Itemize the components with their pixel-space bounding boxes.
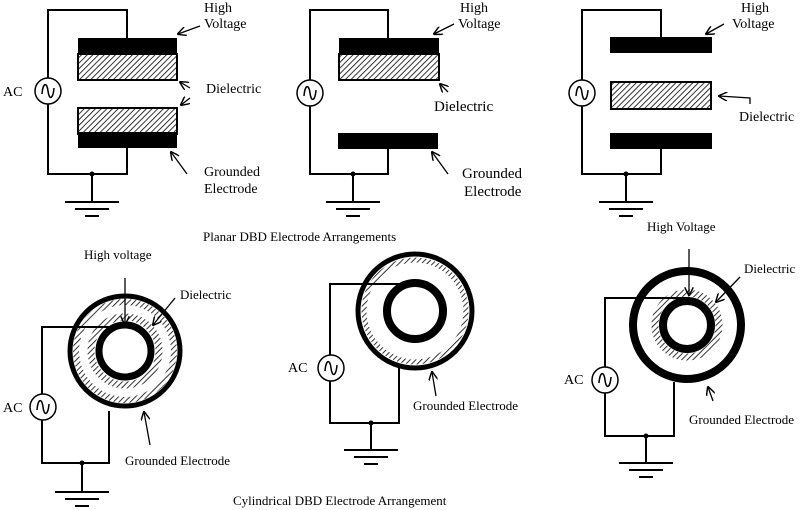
- outer-grounded-electrode: [629, 267, 745, 383]
- cylindrical-arrangement-2: AC Grounded Electrode: [288, 251, 518, 465]
- cylindrical-arrangement-1: AC High voltage Dielectric Grounded Elec…: [3, 247, 231, 507]
- dielectric-label: Dielectric: [434, 99, 493, 115]
- wire-bottom: [309, 106, 389, 175]
- ac-source-icon: [296, 79, 324, 107]
- ac-label: AC: [3, 85, 22, 100]
- ground-label-line1: Grounded: [204, 165, 260, 180]
- ground-arrow: [432, 152, 449, 175]
- wire-top: [47, 9, 128, 78]
- ground-label-line1: Grounded: [462, 166, 522, 182]
- grounded-electrode: [338, 133, 438, 149]
- ac-label: AC: [288, 361, 307, 376]
- ac-source-icon: [34, 77, 62, 105]
- hv-label-line2: Voltage: [732, 17, 775, 32]
- upper-dielectric: [77, 53, 178, 81]
- dielectric-label: Dielectric: [739, 110, 794, 125]
- ac-source-icon: [568, 79, 596, 107]
- dielectric-arrow: [440, 84, 448, 92]
- cylindrical-arrangement-3: AC High Voltage Dielectric Grounded Elec…: [564, 219, 795, 478]
- high-voltage-electrode: [610, 37, 712, 53]
- wire-top: [329, 283, 415, 355]
- planar-caption: Planar DBD Electrode Arrangements: [203, 229, 396, 244]
- hv-arrow: [178, 25, 201, 34]
- dielectric-arrow-upper: [180, 82, 191, 88]
- grounded-electrode: [610, 133, 712, 149]
- floating-dielectric: [610, 81, 712, 110]
- ground-arrow: [171, 152, 188, 175]
- wire-bottom: [329, 368, 400, 424]
- dielectric-layer: [338, 53, 440, 81]
- wire-bottom: [47, 104, 128, 175]
- inner-hv-electrode: [95, 321, 155, 381]
- hv-label-line2: Voltage: [204, 17, 247, 32]
- ground-label: Grounded Electrode: [413, 398, 518, 413]
- ground-icon: [343, 449, 399, 465]
- ground-label-line2: Electrode: [464, 184, 522, 200]
- dielectric-label: Dielectric: [744, 261, 795, 276]
- ground-icon: [598, 201, 654, 217]
- high-voltage-electrode: [78, 38, 177, 54]
- wire-top: [309, 9, 389, 80]
- ac-label: AC: [3, 401, 22, 416]
- ground-arrow: [708, 387, 713, 402]
- junction-dot: [623, 171, 629, 177]
- wire-top: [581, 9, 662, 80]
- dielectric-arrow: [153, 297, 176, 325]
- ac-source-icon: [29, 393, 57, 421]
- hv-label-line1: High: [204, 1, 232, 16]
- junction-dot: [643, 433, 649, 439]
- hv-label-line2: Voltage: [458, 17, 501, 32]
- hv-arrow: [434, 23, 455, 34]
- hv-label-line1: High: [460, 1, 488, 16]
- high-voltage-electrode: [339, 38, 439, 54]
- wire-bottom: [581, 106, 662, 175]
- junction-dot: [79, 460, 85, 466]
- ground-arrow: [144, 412, 151, 446]
- ac-source-icon: [591, 366, 619, 394]
- dielectric-arrow-lower: [181, 98, 191, 105]
- dielectric-arrow: [719, 96, 751, 104]
- ground-icon: [64, 201, 120, 217]
- inner-hv-electrode: [383, 279, 447, 343]
- dielectric-label: Dielectric: [180, 287, 231, 302]
- ground-label: Grounded Electrode: [125, 453, 230, 468]
- ground-icon: [618, 462, 674, 478]
- wire-bottom: [41, 411, 110, 464]
- ground-arrow: [432, 372, 436, 397]
- inner-hv-electrode: [659, 297, 715, 353]
- outer-grounded-electrode: [355, 251, 475, 371]
- ground-icon: [325, 201, 381, 217]
- hv-arrow: [706, 23, 725, 34]
- planar-arrangement-3: High Voltage Dielectric: [568, 1, 794, 217]
- ground-label: Grounded Electrode: [689, 412, 794, 427]
- cylindrical-caption: Cylindrical DBD Electrode Arrangement: [233, 493, 447, 508]
- planar-arrangement-2: High Voltage Dielectric Grounded Electro…: [296, 1, 522, 217]
- planar-arrangement-1: AC High Voltage Dielectric Grounded Elec…: [3, 1, 261, 217]
- ground-icon: [54, 491, 110, 507]
- hv-label: High Voltage: [647, 219, 716, 234]
- wire-bottom: [604, 382, 675, 437]
- wire-top: [604, 297, 687, 367]
- junction-dot: [368, 420, 374, 426]
- outer-dielectric: [361, 257, 469, 365]
- junction-dot: [89, 171, 95, 177]
- hv-label-line1: High: [741, 1, 769, 16]
- junction-dot: [350, 171, 356, 177]
- ac-source-icon: [317, 354, 345, 382]
- grounded-electrode: [78, 132, 177, 148]
- dielectric-label: Dielectric: [206, 82, 261, 97]
- wire-top: [41, 326, 125, 394]
- hv-label: High voltage: [84, 247, 152, 262]
- dielectric-arrow: [716, 276, 741, 302]
- ground-label-line2: Electrode: [204, 182, 258, 197]
- ac-label: AC: [564, 373, 583, 388]
- lower-dielectric: [77, 107, 178, 135]
